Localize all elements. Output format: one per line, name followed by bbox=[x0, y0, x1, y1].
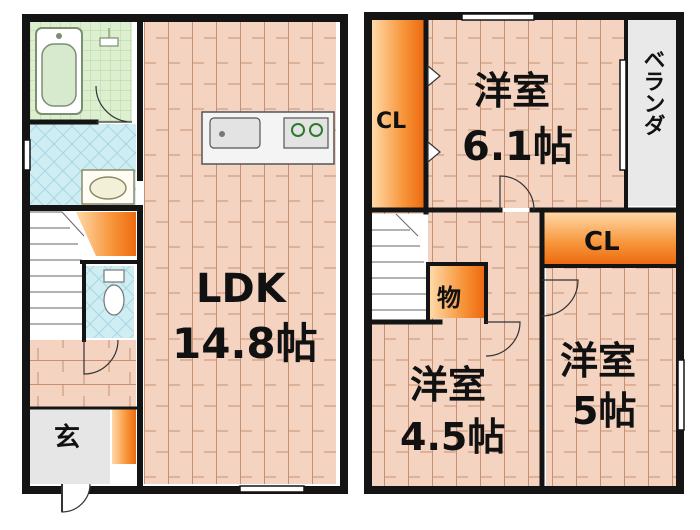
closet-2-label: CL bbox=[584, 227, 620, 257]
room-4-5-size: 4.5帖 bbox=[400, 415, 505, 459]
room-5-label: 洋室 bbox=[560, 339, 636, 383]
room-5-size: 5帖 bbox=[572, 389, 636, 433]
washbasin-icon bbox=[81, 169, 135, 205]
entrance bbox=[30, 408, 110, 484]
floor-2-windows bbox=[461, 13, 685, 431]
floor-1-doors bbox=[61, 85, 133, 513]
room-6-1-label: 洋室 bbox=[474, 69, 550, 113]
staircase-1 bbox=[30, 211, 88, 340]
floor-2-doors bbox=[427, 64, 579, 357]
room-6-1-jo bbox=[428, 20, 626, 208]
shoe-storage bbox=[112, 408, 136, 464]
storage-label: 物 bbox=[437, 284, 461, 312]
floor-1: 玄 LDK 14.8帖 bbox=[22, 14, 348, 513]
ldk-label: LDK bbox=[196, 266, 288, 312]
closet-1 bbox=[372, 20, 424, 210]
entrance-label: 玄 bbox=[54, 422, 80, 453]
storage-room bbox=[430, 266, 484, 318]
kitchen-counter bbox=[201, 111, 335, 165]
bathtub-icon bbox=[35, 27, 83, 115]
ldk-size: 14.8帖 bbox=[172, 319, 318, 368]
ldk-room bbox=[144, 22, 336, 484]
stove-icon bbox=[283, 117, 329, 149]
staircase-2 bbox=[372, 213, 428, 322]
floor-1-walls bbox=[22, 14, 348, 494]
room-4-5-jo bbox=[372, 324, 542, 486]
toilet-icon bbox=[103, 269, 125, 316]
shower-icon bbox=[99, 28, 119, 47]
stair-storage bbox=[76, 212, 136, 256]
hallway bbox=[30, 340, 136, 408]
floor-2: CL ベランダ 物 CL 洋室 6.1帖 洋室 4.5帖 洋室 5帖 bbox=[364, 12, 685, 494]
room-6-1-size: 6.1帖 bbox=[462, 124, 573, 170]
room-4-5-label: 洋室 bbox=[410, 363, 486, 407]
closet-2 bbox=[544, 212, 676, 264]
room-5-jo bbox=[546, 266, 676, 486]
closet-1-label: CL bbox=[376, 109, 406, 134]
floor-1-windows bbox=[23, 139, 305, 493]
veranda-label: ベランダ bbox=[640, 48, 666, 136]
veranda bbox=[628, 20, 676, 206]
